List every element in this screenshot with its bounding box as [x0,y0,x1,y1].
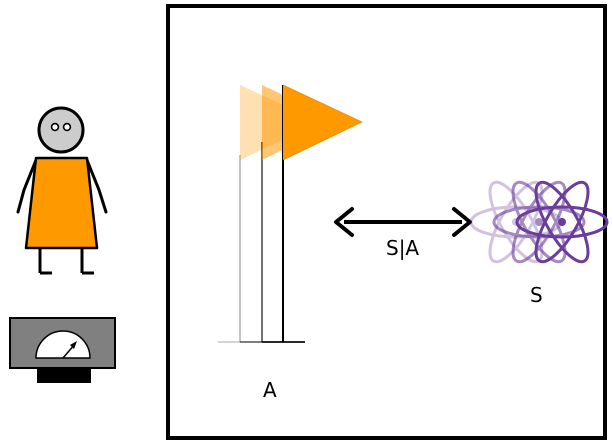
apparatus-frame [166,4,607,440]
person-icon [16,106,108,275]
flag-icon [218,84,364,343]
correlation-label: S|A [386,236,420,260]
double-headed-arrow-icon [334,207,472,237]
gauge-meter-icon [9,317,116,383]
apparatus-label: A [263,378,277,402]
atom-icon [469,180,609,264]
system-label: S [530,283,543,307]
